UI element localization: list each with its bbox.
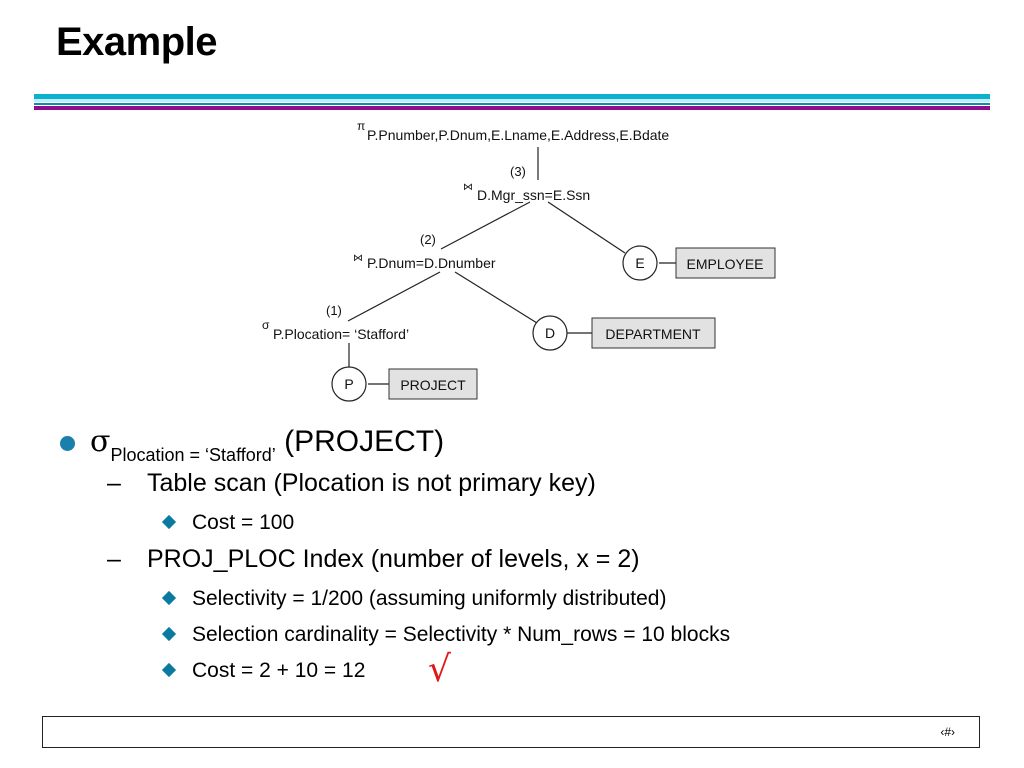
project-alias: P	[344, 376, 353, 392]
header-rule-purple	[34, 106, 990, 110]
join2-label: D.Mgr_ssn=E.Ssn	[477, 187, 590, 203]
edge-join2-employee	[547, 201, 626, 254]
diamond-bullet-icon	[161, 514, 177, 530]
footer-box: ‹#›	[42, 716, 980, 748]
projection-label: P.Pnumber,P.Dnum,E.Lname,E.Address,E.Bda…	[367, 127, 669, 143]
project-relation-box	[388, 368, 478, 400]
employee-relation-box	[675, 247, 776, 279]
slide-title: Example	[56, 20, 218, 64]
department-relation-box	[591, 317, 716, 349]
project-relation-name: PROJECT	[400, 377, 466, 393]
edge-join2-join1	[440, 201, 531, 250]
dash-marker: –	[107, 545, 121, 573]
diamond-bullet-icon	[161, 662, 177, 678]
dash-marker: –	[107, 469, 121, 497]
header-rule-light	[34, 99, 990, 102]
header-rule-teal	[34, 103, 990, 105]
selectivity-text: Selectivity = 1/200 (assuming uniformly …	[192, 587, 667, 610]
department-alias-circle	[532, 315, 568, 351]
check-mark-icon: √	[428, 649, 451, 690]
sigma-symbol: σ	[90, 424, 111, 459]
join2-symbol: ⋈	[463, 182, 473, 193]
index-text: PROJ_PLOC Index (number of levels, x = 2…	[147, 545, 640, 573]
index-cost-text: Cost = 2 + 10 = 12	[192, 659, 366, 682]
employee-alias-circle	[622, 245, 658, 281]
page-number: ‹#›	[940, 725, 955, 739]
join1-symbol: ⋈	[353, 253, 363, 264]
select-symbol: σ	[262, 318, 270, 332]
selection-expression: σPlocation = ‘Stafford’ (PROJECT)	[90, 424, 445, 465]
table-scan-text: Table scan (Plocation is not primary key…	[147, 469, 596, 497]
project-alias-circle	[331, 366, 367, 402]
cardinality-text: Selection cardinality = Selectivity * Nu…	[192, 623, 731, 646]
query-tree-diagram: π P.Pnumber,P.Dnum,E.Lname,E.Address,E.B…	[262, 119, 776, 402]
selection-subscript: Plocation = ‘Stafford’	[110, 445, 276, 465]
diamond-bullet-icon	[161, 590, 177, 606]
join1-label: P.Dnum=D.Dnumber	[367, 255, 496, 271]
edge-join1-department	[454, 271, 538, 324]
table-scan-cost-text: Cost = 100	[192, 511, 295, 534]
edge-join1-select	[347, 271, 441, 322]
join2-step: (3)	[510, 164, 526, 179]
department-relation-name: DEPARTMENT	[605, 326, 701, 342]
projection-symbol: π	[357, 119, 365, 133]
diamond-bullet-icon	[161, 626, 177, 642]
join1-step: (2)	[420, 232, 436, 247]
employee-relation-name: EMPLOYEE	[686, 256, 763, 272]
department-alias: D	[545, 325, 555, 341]
header-rule-cyan	[34, 94, 990, 99]
selection-relation: (PROJECT)	[275, 425, 445, 458]
select-step: (1)	[326, 303, 342, 318]
bullet-dot-icon	[60, 436, 75, 451]
employee-alias: E	[635, 255, 644, 271]
select-label: P.Plocation= ‘Stafford’	[273, 326, 409, 342]
